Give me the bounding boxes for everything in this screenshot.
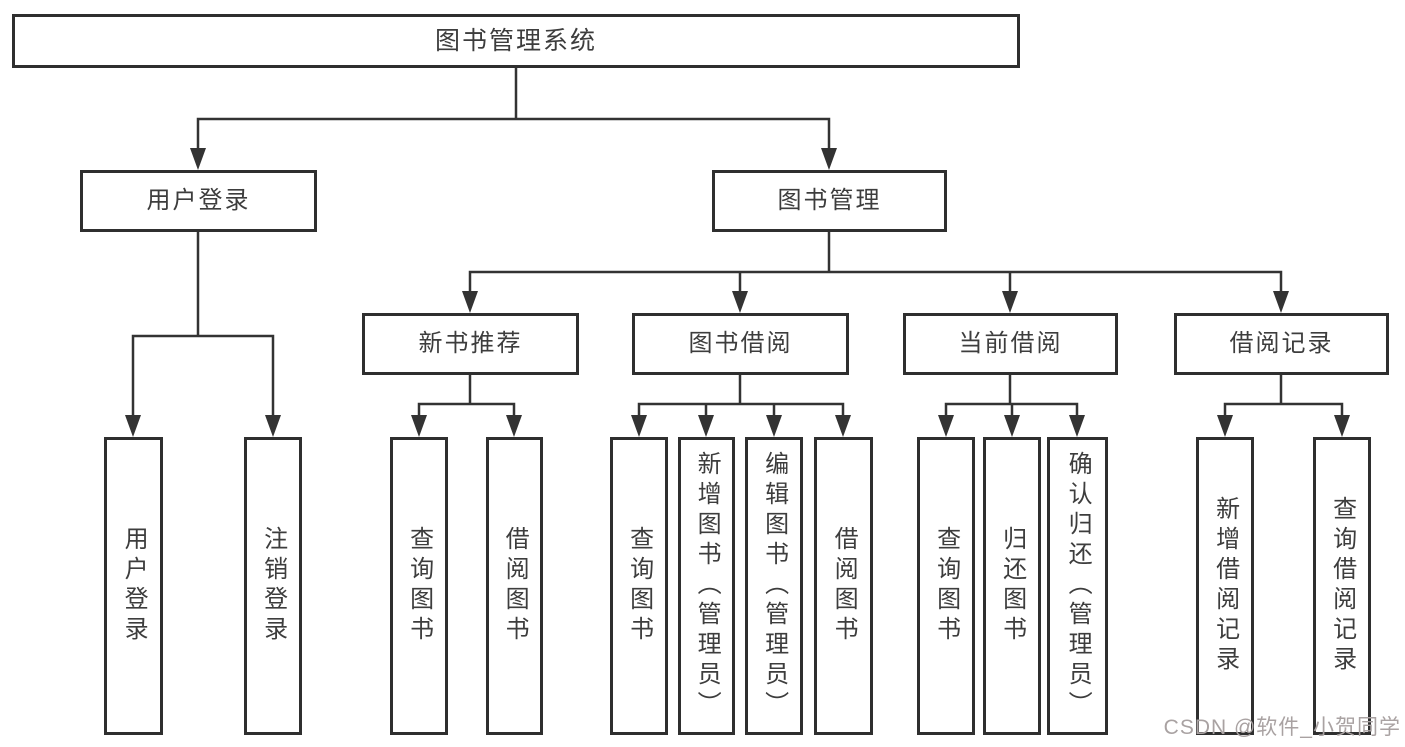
leaf-add-books-admin: 新增图书（管理员）	[678, 437, 735, 735]
connector-user-login-branch	[125, 230, 281, 437]
leaf-add-borrow-record: 新增借阅记录	[1196, 437, 1254, 735]
node-label: 编辑图书（管理员）	[760, 451, 788, 721]
node-label: 查询图书	[625, 526, 653, 646]
connector-root-to-level2	[190, 66, 837, 170]
node-label: 查询图书	[932, 526, 960, 646]
csdn-watermark: CSDN @软件_小贺同学	[1163, 716, 1401, 739]
leaf-query-books-current: 查询图书	[917, 437, 975, 735]
node-book-borrow: 图书借阅	[632, 313, 849, 375]
node-label: 注销登录	[259, 526, 287, 646]
connector-borrow-records-branch	[1217, 373, 1350, 437]
node-label: 新增借阅记录	[1211, 496, 1239, 676]
node-user-login: 用户登录	[80, 170, 317, 232]
connector-new-book-branch	[411, 373, 522, 437]
leaf-logout: 注销登录	[244, 437, 302, 735]
leaf-borrow-books-recommend: 借阅图书	[486, 437, 543, 735]
leaf-return-books: 归还图书	[983, 437, 1041, 735]
leaf-confirm-return-admin: 确认归还（管理员）	[1047, 437, 1108, 735]
connector-current-borrow-branch	[938, 373, 1085, 437]
leaf-edit-books-admin: 编辑图书（管理员）	[745, 437, 803, 735]
connector-book-borrow-branch	[631, 373, 851, 437]
connector-book-mgmt-branch	[462, 230, 1289, 313]
node-label: 用户登录	[120, 526, 148, 646]
node-new-book-recommend: 新书推荐	[362, 313, 579, 375]
node-label: 归还图书	[998, 526, 1026, 646]
leaf-user-login: 用户登录	[104, 437, 163, 735]
node-label: 新增图书（管理员）	[693, 451, 721, 721]
leaf-query-borrow-record: 查询借阅记录	[1313, 437, 1371, 735]
leaf-borrow-books: 借阅图书	[814, 437, 873, 735]
node-label: 借阅图书	[830, 526, 858, 646]
node-borrow-records: 借阅记录	[1174, 313, 1389, 375]
leaf-query-books-recommend: 查询图书	[390, 437, 448, 735]
node-label: 确认归还（管理员）	[1064, 451, 1092, 721]
leaf-query-books-borrow: 查询图书	[610, 437, 668, 735]
node-book-management: 图书管理	[712, 170, 947, 232]
node-current-borrow: 当前借阅	[903, 313, 1118, 375]
node-label: 查询图书	[405, 526, 433, 646]
node-root-library-system: 图书管理系统	[12, 14, 1020, 68]
node-label: 借阅图书	[501, 526, 529, 646]
node-label: 查询借阅记录	[1328, 496, 1356, 676]
